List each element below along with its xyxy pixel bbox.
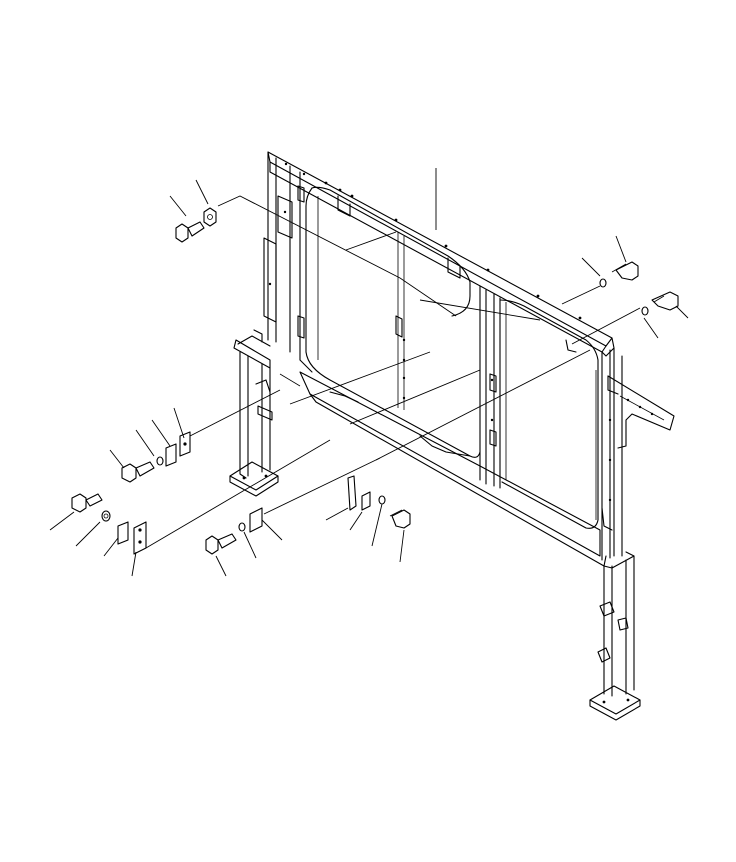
- bolt: [71, 207, 679, 555]
- frame-assembly: [263, 151, 675, 567]
- right-leg: [589, 551, 641, 721]
- leader-lines: [49, 168, 689, 577]
- left-leg: [229, 329, 301, 497]
